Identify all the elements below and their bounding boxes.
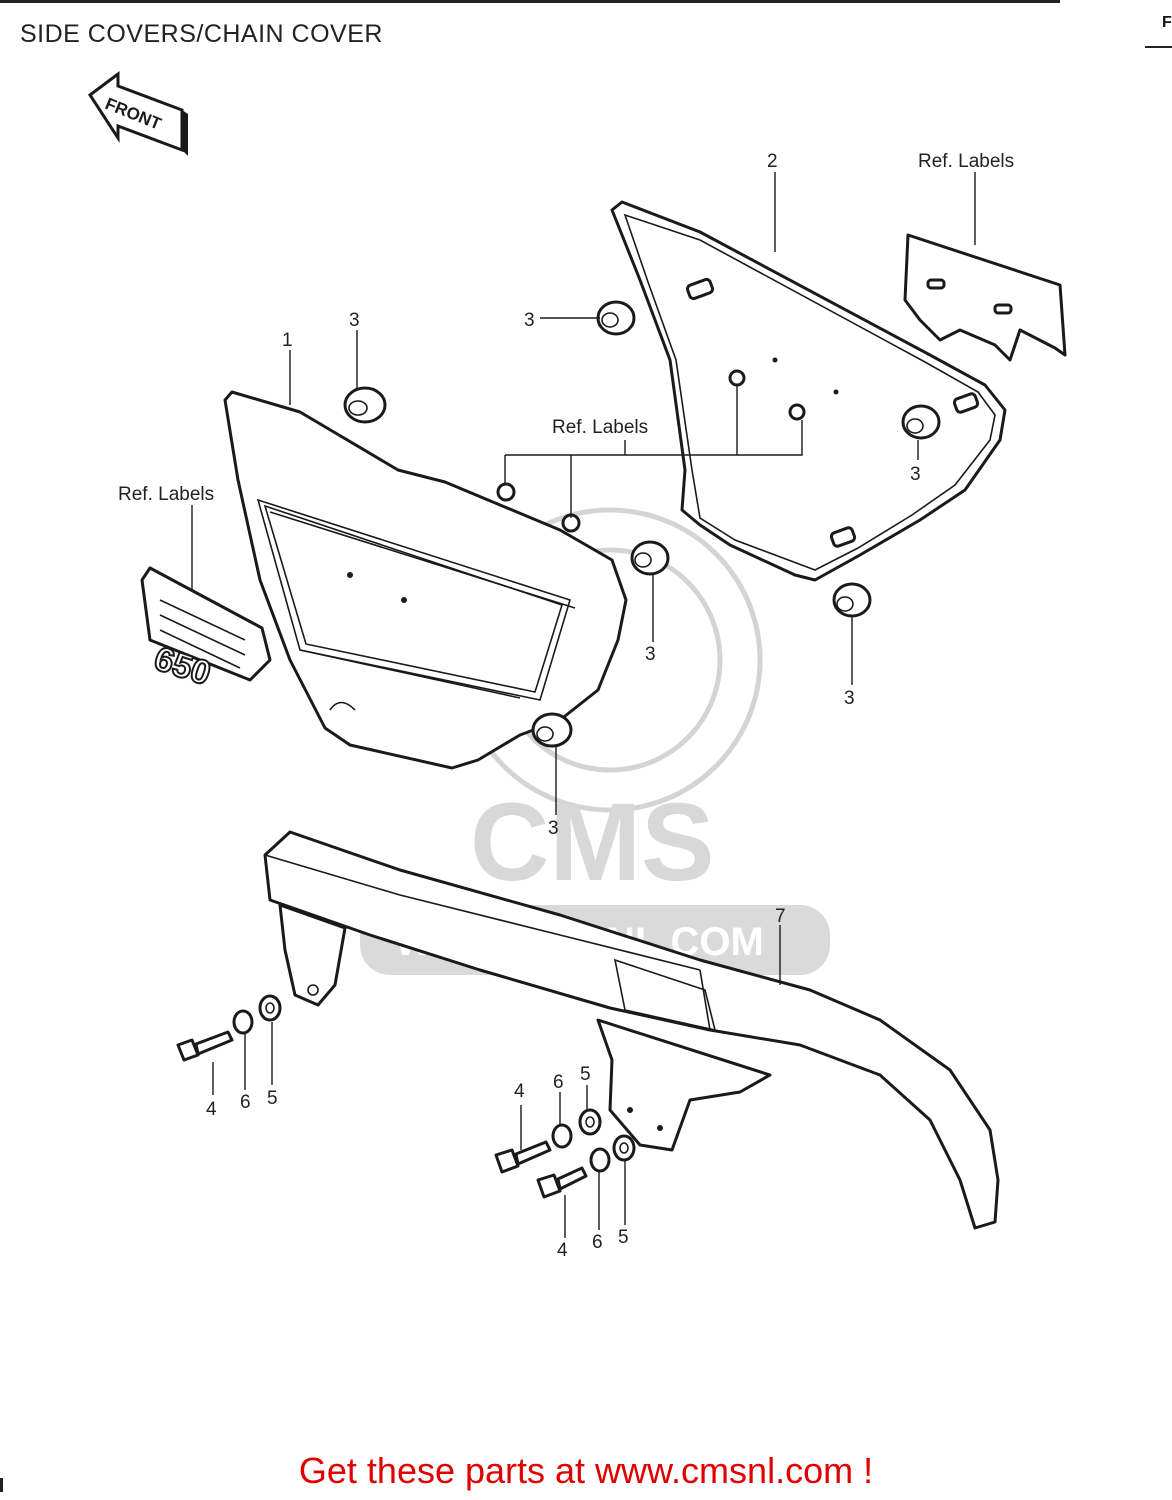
650-emblem: 650: [140, 566, 272, 694]
callout-6: 6: [592, 1232, 603, 1253]
edge-mark: [0, 1478, 3, 1492]
front-arrow-icon: FRONT: [87, 71, 188, 156]
corner-mark: F: [1162, 14, 1172, 31]
callout-5: 5: [618, 1227, 629, 1248]
watermark-brand: CMS: [470, 781, 714, 904]
grommet: [630, 540, 670, 576]
corner-bar: [1145, 46, 1172, 48]
callout-6: 6: [553, 1072, 564, 1093]
grommet: [832, 582, 872, 618]
callout-3: 3: [349, 310, 360, 331]
fastener-set-upper-left: [176, 994, 282, 1062]
callout-1: 1: [282, 330, 293, 351]
callout-4: 4: [514, 1081, 525, 1102]
label-washer: [496, 482, 516, 502]
grommet: [596, 300, 636, 336]
callouts: 1 2 3 3 3 3 3 3 7 4 6 5 4 6 5 4 6 5 Ref.…: [118, 151, 1014, 1261]
get-parts-link[interactable]: Get these parts at www.cmsnl.com !: [298, 1450, 874, 1491]
callout-5: 5: [580, 1064, 591, 1085]
grommet: [343, 386, 387, 424]
callout-3: 3: [645, 644, 656, 665]
page-title: SIDE COVERS/CHAIN COVER: [20, 20, 383, 48]
leader-lines: [191, 172, 976, 1238]
grommets: [343, 300, 941, 748]
callout-3: 3: [910, 464, 921, 485]
callout-7: 7: [775, 906, 786, 927]
callout-4: 4: [557, 1240, 568, 1261]
ref-labels-callout: Ref. Labels: [552, 417, 648, 438]
chain-cover: [263, 830, 1000, 1230]
callout-5: 5: [267, 1088, 278, 1109]
fastener-set-lower-1: [494, 1108, 602, 1174]
callout-3: 3: [524, 310, 535, 331]
left-side-cover: [223, 390, 628, 770]
grommet: [901, 404, 941, 440]
callout-6: 6: [240, 1092, 251, 1113]
ref-labels-callout: Ref. Labels: [118, 484, 214, 505]
grommet: [531, 712, 573, 748]
fastener-set-lower-2: [536, 1134, 636, 1199]
label-plate: [903, 233, 1067, 362]
callout-3: 3: [844, 688, 855, 709]
callout-2: 2: [767, 151, 778, 172]
ref-labels-callout: Ref. Labels: [918, 151, 1014, 172]
top-border-line: [0, 0, 1060, 3]
callout-4: 4: [206, 1099, 217, 1120]
callout-3: 3: [548, 818, 559, 839]
